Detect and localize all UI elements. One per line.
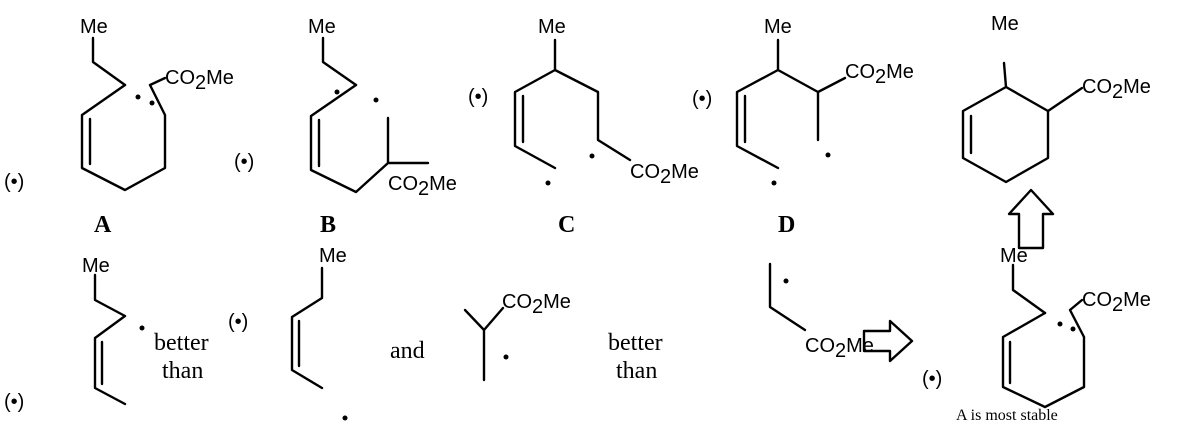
right-arrow-icon (862, 319, 914, 363)
label-C: C (558, 212, 575, 238)
fragment-4: CO2Me (768, 262, 874, 362)
and-text: and (390, 338, 425, 364)
A-me-label: Me (80, 16, 108, 38)
conclusion-phrase: is most stable (967, 407, 1058, 424)
up-arrow-icon (1007, 188, 1055, 250)
conclusion-letter: A (956, 407, 968, 424)
label-B: B (320, 212, 336, 238)
comparison-text-2: better than (608, 330, 663, 384)
label-A: A (94, 212, 112, 238)
frag3-co2me-label: CO2Me (502, 291, 571, 318)
label-D: D (778, 212, 795, 238)
B-me-label: Me (308, 16, 336, 38)
structure-B: Me CO2Me (•) B (234, 16, 457, 238)
fragment-3: CO2Me (463, 291, 571, 382)
frag2-radical-marker: (•) (228, 311, 248, 333)
fragment-2: Me (•) (228, 245, 348, 421)
B-radical-marker: (•) (234, 151, 254, 173)
than-text-1: than (162, 358, 203, 384)
A2-co2me-label: CO2Me (1082, 289, 1151, 316)
better-text-2: better (608, 330, 663, 356)
D-radical-marker: (•) (692, 88, 712, 110)
than-text-2: than (616, 358, 657, 384)
product-me-label: Me (991, 13, 1019, 35)
frag1-me-label: Me (82, 255, 110, 277)
product-co2me-label: CO2Me (1082, 76, 1151, 103)
structure-D: Me CO2Me (•) D (692, 16, 914, 238)
C-me-label: Me (538, 16, 566, 38)
B-co2me-label: CO2Me (388, 173, 457, 200)
conclusion-text: A is most stable (956, 407, 1058, 424)
frag2-me-label: Me (319, 245, 347, 267)
structure-A: Me CO2Me (•) A (4, 16, 234, 238)
A-co2me-label: CO2Me (165, 67, 234, 94)
C-radical-marker: (•) (468, 86, 488, 108)
A2-radical-marker: (•) (922, 368, 942, 390)
A-radical-marker: (•) (4, 171, 24, 193)
D-co2me-label: CO2Me (845, 61, 914, 88)
frag1-radical-marker: (•) (4, 391, 24, 413)
C-co2me-label: CO2Me (630, 161, 699, 188)
A2-me-label: Me (1000, 245, 1028, 267)
product-cyclohexene: Me CO2Me (961, 13, 1151, 184)
comparison-text-1: better than (154, 330, 209, 384)
better-text-1: better (154, 330, 209, 356)
D-me-label: Me (764, 16, 792, 38)
structure-C: Me CO2Me (•) C (468, 16, 699, 238)
structure-A-repeat: Me CO2Me (•) (922, 245, 1151, 409)
fragment-1: Me (•) (4, 255, 145, 413)
